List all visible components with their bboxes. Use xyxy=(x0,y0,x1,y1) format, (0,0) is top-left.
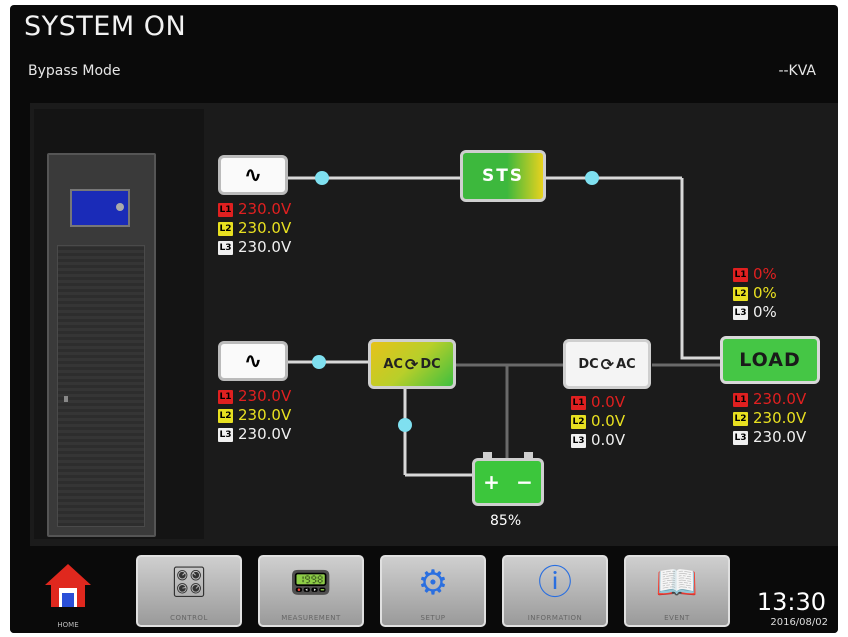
cabinet-display xyxy=(70,189,130,227)
clock-date: 2016/08/02 xyxy=(770,617,828,628)
l2-tag: L2 xyxy=(218,408,233,423)
battery-node xyxy=(398,418,412,432)
sts-output-node xyxy=(585,171,599,185)
battery-plus-icon: + xyxy=(483,470,500,494)
event-log-icon: 📖 xyxy=(655,563,699,603)
l1-tag: L1 xyxy=(733,267,748,282)
conversion-icon: ⟳ xyxy=(600,354,615,374)
home-button[interactable]: HOME xyxy=(38,557,98,631)
l3-tag: L3 xyxy=(218,240,233,255)
rectifier-ac-label: AC xyxy=(383,356,403,372)
inverter-l3-voltage: 0.0V xyxy=(591,431,626,449)
inverter-voltage-list: L1 0.0V L2 0.0V L3 0.0V xyxy=(571,393,625,450)
inverter-l1-voltage: 0.0V xyxy=(591,393,626,411)
bypass-input-button[interactable]: ∿ xyxy=(218,155,288,195)
control-label: CONTROL xyxy=(170,614,208,622)
sts-switch-button[interactable]: STS xyxy=(460,150,546,202)
l1-tag: L1 xyxy=(571,395,586,410)
l3-tag: L3 xyxy=(218,427,233,442)
operating-mode-label: Bypass Mode xyxy=(28,63,121,79)
home-icon xyxy=(45,564,91,607)
setup-label: SETUP xyxy=(420,614,446,622)
load-l2-percent: 0% xyxy=(753,284,777,302)
load-voltage-list: L1 230.0V L2 230.0V L3 230.0V xyxy=(733,390,806,447)
battery-button[interactable]: + − xyxy=(472,452,544,506)
inverter-button[interactable]: DC ⟳ AC xyxy=(563,339,651,389)
control-button[interactable]: 🎛 CONTROL xyxy=(136,555,242,627)
inverter-l2-voltage: 0.0V xyxy=(591,412,626,430)
bypass-l2-voltage: 230.0V xyxy=(238,219,292,237)
l3-tag: L3 xyxy=(733,305,748,320)
mains-l3-voltage: 230.0V xyxy=(238,425,292,443)
event-label: EVENT xyxy=(664,614,690,622)
event-button[interactable]: 📖 EVENT xyxy=(624,555,730,627)
measurement-button[interactable]: 📟 MEASUREMENT xyxy=(258,555,364,627)
power-flow-lines xyxy=(285,171,720,477)
inverter-dc-label: DC xyxy=(578,356,599,372)
kva-readout: --KVA xyxy=(778,63,816,79)
clock-time: 13:30 xyxy=(756,588,826,616)
setup-button[interactable]: ⚙ SETUP xyxy=(380,555,486,627)
multimeter-icon: 📟 xyxy=(289,563,333,603)
load-button[interactable]: LOAD xyxy=(720,336,820,384)
l1-tag: L1 xyxy=(218,202,233,217)
rectifier-button[interactable]: AC ⟳ DC xyxy=(368,339,456,389)
info-icon: ⓘ xyxy=(538,563,572,603)
mains-l2-voltage: 230.0V xyxy=(238,406,292,424)
home-label: HOME xyxy=(57,621,79,629)
l2-tag: L2 xyxy=(733,286,748,301)
system-status-title: SYSTEM ON xyxy=(24,11,187,42)
control-panel-icon: 🎛 xyxy=(169,565,209,600)
bypass-l1-voltage: 230.0V xyxy=(238,200,292,218)
load-l3-percent: 0% xyxy=(753,303,777,321)
l2-tag: L2 xyxy=(733,411,748,426)
sine-wave-icon: ∿ xyxy=(243,162,263,188)
bypass-voltage-list: L1 230.0V L2 230.0V L3 230.0V xyxy=(218,200,291,257)
mains-voltage-list: L1 230.0V L2 230.0V L3 230.0V xyxy=(218,387,291,444)
cabinet-door xyxy=(57,245,145,527)
mains-l1-voltage: 230.0V xyxy=(238,387,292,405)
l1-tag: L1 xyxy=(218,389,233,404)
load-l3-voltage: 230.0V xyxy=(753,428,807,446)
sine-wave-icon: ∿ xyxy=(243,348,263,374)
gears-icon: ⚙ xyxy=(417,563,449,603)
load-percent-list: L1 0% L2 0% L3 0% xyxy=(733,265,777,322)
mains-node xyxy=(312,355,326,369)
battery-level: 85% xyxy=(490,513,522,529)
information-label: INFORMATION xyxy=(527,614,583,622)
inverter-ac-label: AC xyxy=(616,356,636,372)
information-button[interactable]: ⓘ INFORMATION xyxy=(502,555,608,627)
battery-minus-icon: − xyxy=(516,470,533,494)
mains-input-button[interactable]: ∿ xyxy=(218,341,288,381)
load-l1-voltage: 230.0V xyxy=(753,390,807,408)
ups-cabinet-image xyxy=(47,153,156,537)
l3-tag: L3 xyxy=(733,430,748,445)
l3-tag: L3 xyxy=(571,433,586,448)
rectifier-dc-label: DC xyxy=(420,356,441,372)
l1-tag: L1 xyxy=(733,392,748,407)
l2-tag: L2 xyxy=(571,414,586,429)
l2-tag: L2 xyxy=(218,221,233,236)
conversion-icon: ⟳ xyxy=(404,354,419,374)
load-l2-voltage: 230.0V xyxy=(753,409,807,427)
load-l1-percent: 0% xyxy=(753,265,777,283)
ups-screen: SYSTEM ON Bypass Mode --KVA ∿ xyxy=(10,5,838,633)
measurement-label: MEASUREMENT xyxy=(281,614,341,622)
bypass-l3-voltage: 230.0V xyxy=(238,238,292,256)
bypass-node xyxy=(315,171,329,185)
